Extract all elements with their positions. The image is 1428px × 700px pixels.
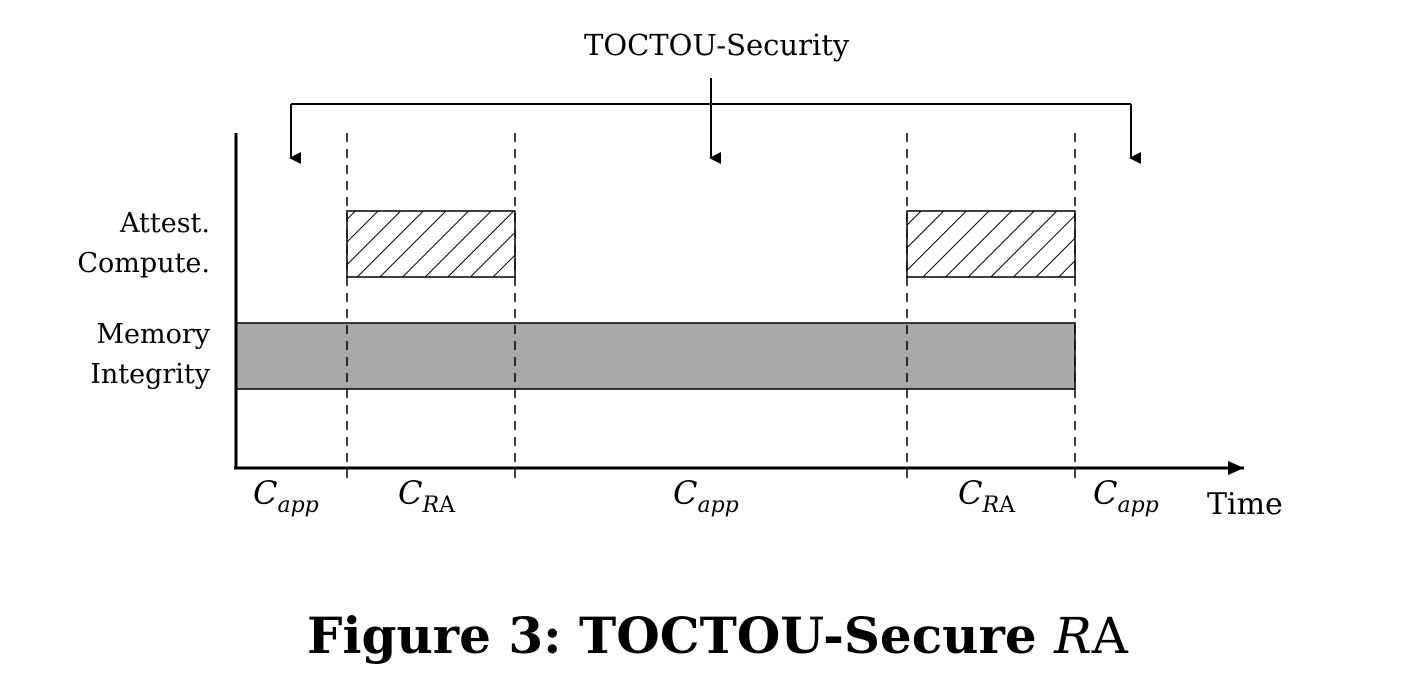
figure-caption: Figure 3: TOCTOU-Secure RA [307,606,1128,665]
attest-compute-label: Attest. Compute. [77,204,210,284]
attest-label-line1: Attest. [120,208,210,239]
attest-label-line2: Compute. [77,248,210,279]
memory-integrity-label: Memory Integrity [90,315,210,395]
segment-label-ra-1: CRA [398,474,455,518]
attest-box-1 [346,210,516,278]
segment-label-ra-2: CRA [958,474,1015,518]
toctou-security-label: TOCTOU-Security [584,28,850,62]
segment-label-app-3: Capp [1093,474,1159,518]
memory-label-line1: Memory [96,319,210,350]
attest-box-2 [906,210,1076,278]
segment-label-app-2: Capp [673,474,739,518]
memory-integrity-bar [235,322,1076,390]
time-axis-label: Time [1207,487,1283,522]
segment-label-app-1: Capp [253,474,319,518]
memory-label-line2: Integrity [90,359,210,390]
